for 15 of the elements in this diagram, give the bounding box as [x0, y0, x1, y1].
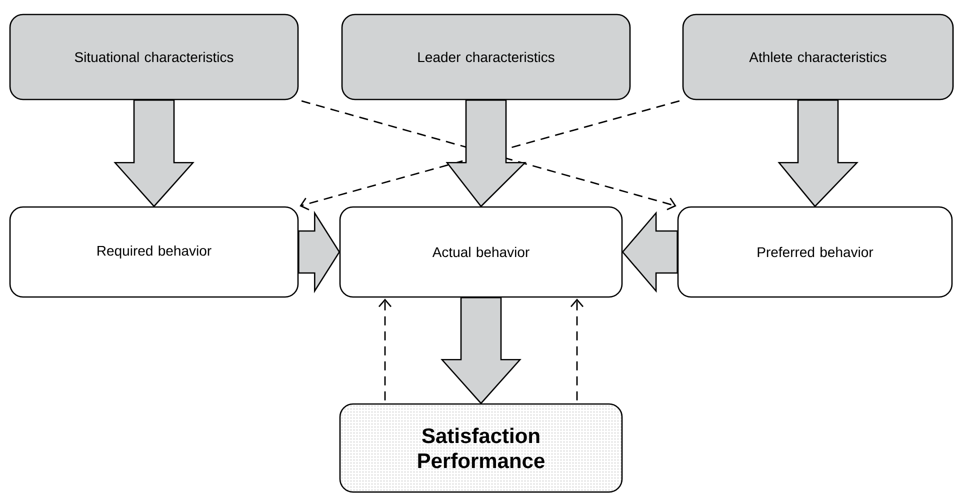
- dashed-arrow: [378, 298, 392, 400]
- block-arrow: [622, 211, 678, 293]
- block-arrow: [114, 100, 194, 208]
- block-arrow: [440, 297, 522, 404]
- outcome-box: Satisfaction Performance: [339, 403, 623, 493]
- behavior-box: Actual behavior: [339, 206, 623, 298]
- block-arrow: [298, 210, 340, 294]
- characteristics-box: Athlete characteristics: [682, 14, 954, 100]
- behavior-box: Preferred behavior: [677, 206, 953, 298]
- characteristics-box: Situational characteristics: [9, 14, 299, 100]
- behavior-box: Required behavior: [9, 206, 299, 298]
- characteristics-box: Leader characteristics: [341, 14, 631, 100]
- dashed-arrow: [570, 298, 584, 400]
- block-arrow: [778, 100, 859, 208]
- block-arrow: [446, 100, 527, 208]
